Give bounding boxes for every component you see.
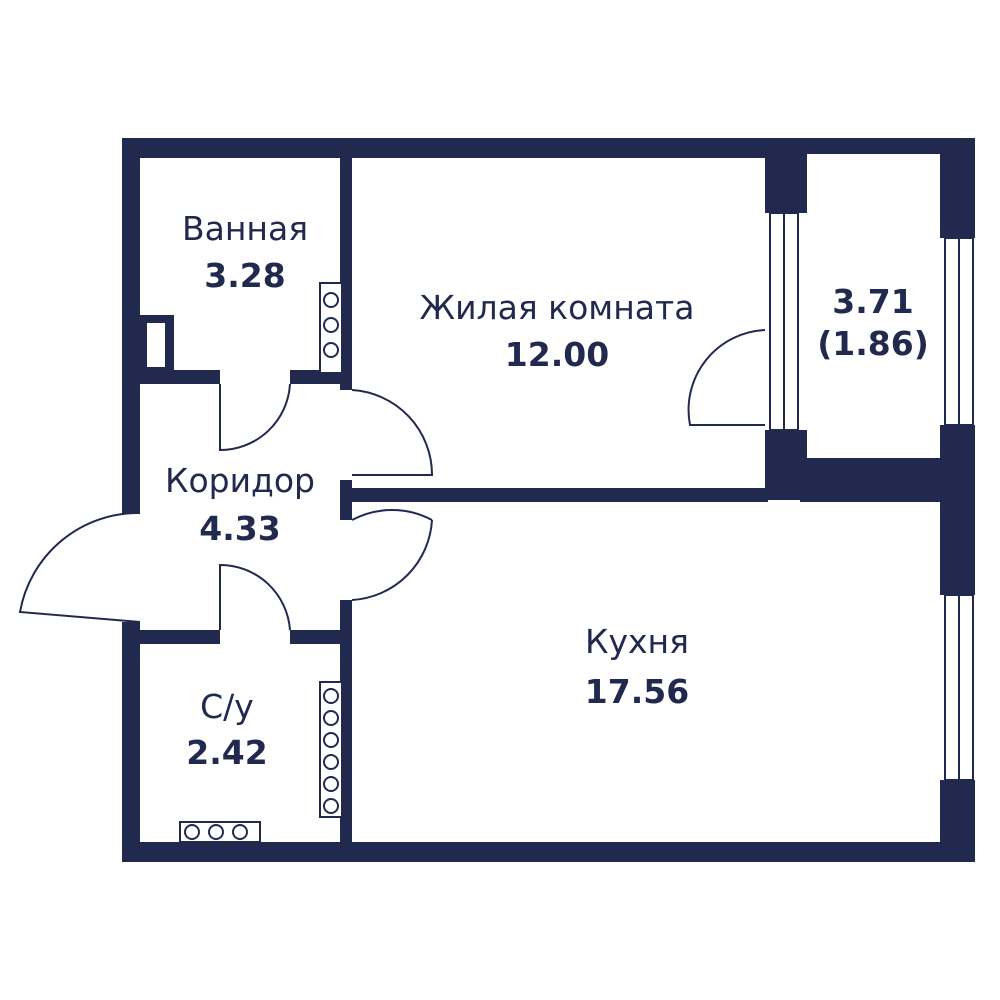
plumbing-fixtures — [179, 282, 343, 843]
entrance-door — [18, 511, 141, 623]
doors — [18, 329, 766, 631]
shaft-detail — [145, 321, 167, 369]
toilet-area: 2.42 — [186, 733, 267, 772]
kitchen-area: 17.56 — [585, 672, 689, 711]
bathroom-area: 3.28 — [204, 256, 285, 295]
balcony-door — [687, 329, 766, 426]
bathroom-door — [219, 383, 291, 452]
toilet-name: С/у — [200, 687, 254, 726]
living-room-door — [351, 389, 434, 476]
walls — [122, 138, 975, 862]
balcony-area: 3.71 — [832, 282, 913, 321]
living-room-area: 12.00 — [505, 335, 609, 374]
kitchen-name: Кухня — [585, 622, 689, 661]
corridor-area: 4.33 — [199, 509, 280, 548]
toilet-door — [219, 563, 291, 631]
corridor-name: Коридор — [165, 461, 315, 500]
kitchen-door — [351, 509, 433, 601]
living-room-name: Жилая комната — [420, 288, 695, 327]
windows — [769, 212, 974, 781]
balcony-area-reduced: (1.86) — [817, 324, 929, 363]
bathroom-name: Ванная — [182, 209, 308, 248]
